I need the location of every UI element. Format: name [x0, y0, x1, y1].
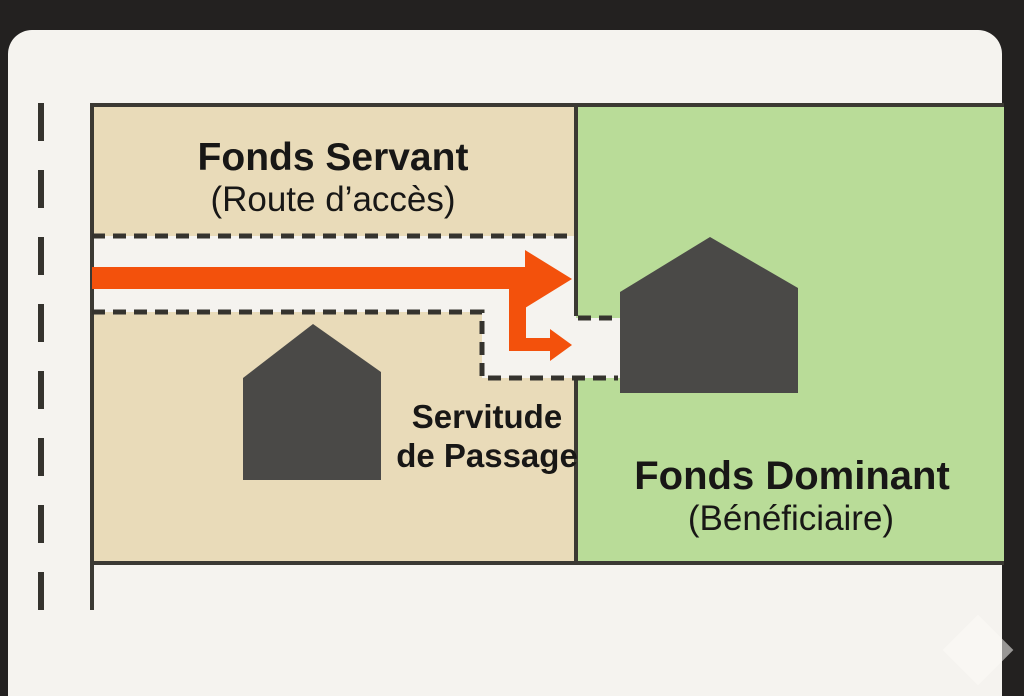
servient-parcel-upper [94, 107, 574, 236]
corridor-bottom-dashed-line [92, 309, 618, 381]
servient-house-icon [243, 324, 381, 480]
dominant-parcel-title: Fonds Dominant [634, 454, 950, 498]
easement-label-line1: Servitude [412, 398, 562, 435]
servient-parcel-subtitle: (Route d’accès) [210, 180, 455, 219]
dominant-house-icon [620, 237, 798, 393]
easement-label-line2: de Passage [396, 437, 578, 474]
dominant-parcel-subtitle: (Bénéficiaire) [688, 499, 894, 538]
main-passage-arrow [92, 250, 572, 308]
branch-passage-arrow [509, 288, 572, 361]
watermark-diamond [942, 614, 1014, 686]
servient-parcel-title: Fonds Servant [198, 136, 469, 179]
